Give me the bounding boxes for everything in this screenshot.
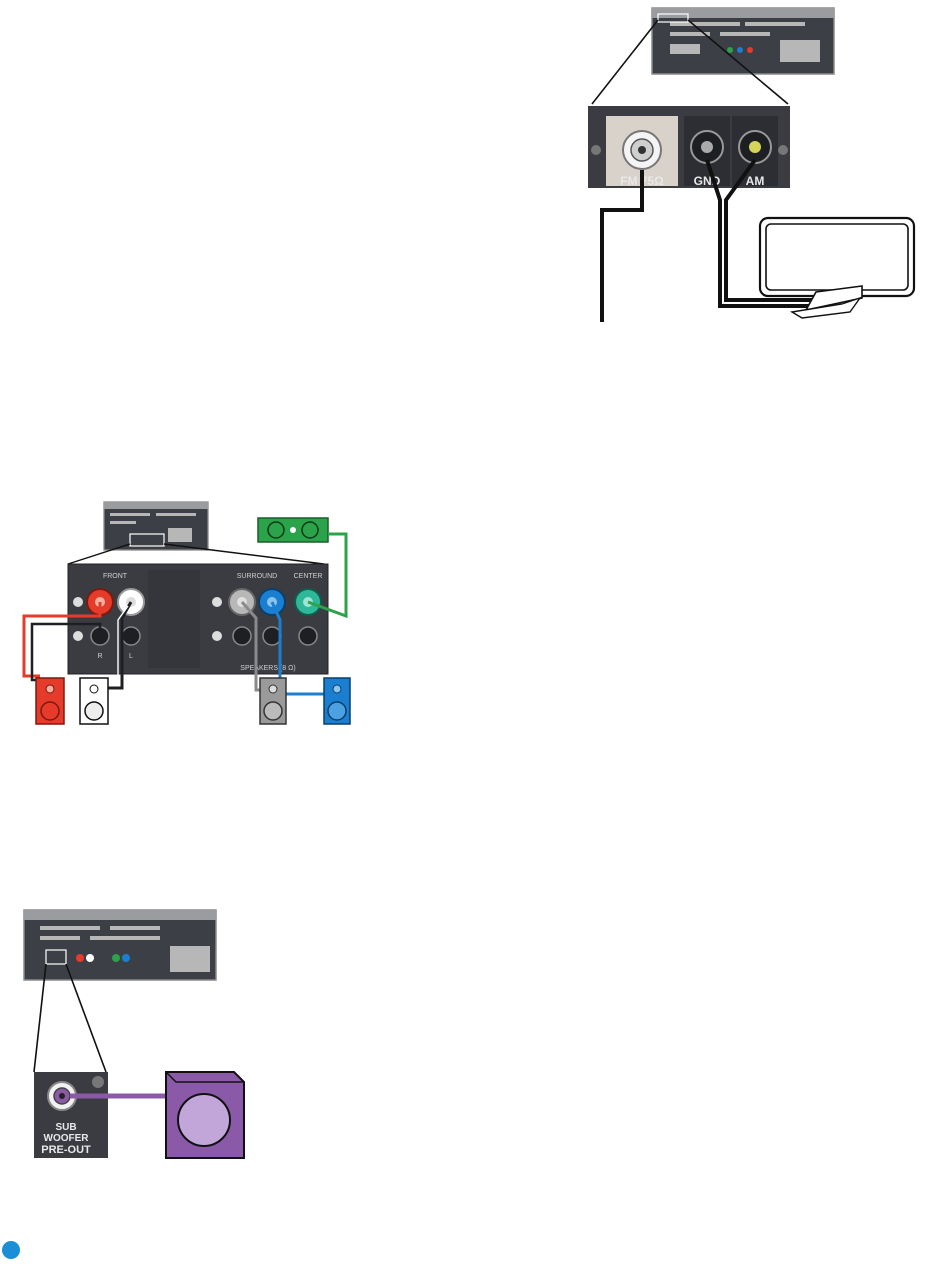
speakers-panel-label: SPEAKERS (8 Ω) [240, 665, 295, 672]
speaker-connection-diagram: FRONT SURROUND CENTER SPEAKERS (8 Ω) R L [22, 501, 351, 725]
am-terminal-label: AM [746, 174, 765, 188]
front-l-label: L [129, 653, 133, 660]
front-right-speaker [35, 677, 65, 725]
subwoofer-preout-panel [34, 1072, 108, 1158]
speaker-terminal-panel [67, 563, 329, 675]
subwoofer-connection-diagram: SUB WOOFER PRE-OUT [23, 909, 245, 1159]
am-loop-antenna [758, 216, 916, 319]
antenna-connection-diagram: FM 75Ω GND AM [588, 7, 916, 322]
surround-left-speaker [323, 677, 351, 725]
subwoofer-label-line3: PRE-OUT [41, 1144, 91, 1156]
center-label: CENTER [294, 573, 323, 580]
center-speaker [257, 517, 329, 543]
front-left-wire [108, 601, 133, 690]
front-label: FRONT [103, 573, 128, 580]
subwoofer-speaker [165, 1071, 245, 1159]
receiver-rear-thumbnail [651, 7, 835, 75]
receiver-rear-thumbnail [23, 909, 217, 981]
am-antenna-wire-am [724, 158, 820, 302]
subwoofer-label-line2: WOOFER [44, 1133, 90, 1144]
surround-label: SURROUND [237, 573, 277, 580]
front-left-wire-white [104, 605, 129, 685]
surround-left-wire [270, 601, 330, 696]
am-antenna-wire-gnd [705, 159, 820, 308]
surround-right-speaker [259, 677, 287, 725]
fm-antenna-wire [600, 170, 644, 322]
center-wire [307, 532, 348, 619]
antenna-terminal-panel [588, 106, 790, 188]
receiver-rear-thumbnail [103, 501, 209, 551]
front-r-label: R [97, 653, 102, 660]
front-left-speaker [79, 677, 109, 725]
subwoofer-label-line1: SUB [55, 1122, 76, 1133]
page-marker-dot [2, 1241, 20, 1259]
front-right-wire [22, 602, 102, 678]
